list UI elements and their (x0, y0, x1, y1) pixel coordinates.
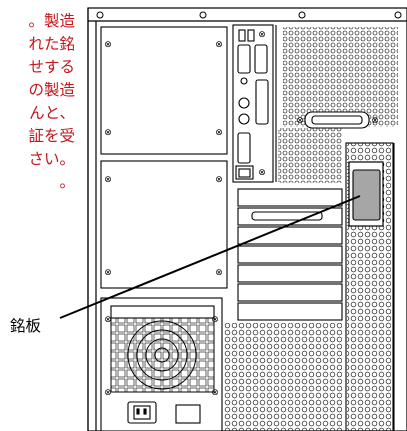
screw-icon (394, 11, 402, 19)
expansion-slot (237, 302, 343, 321)
screw-icon: ⊗ (296, 116, 304, 126)
screw-icon: ⊗ (215, 268, 223, 278)
screw-icon: ⊗ (104, 40, 112, 50)
expansion-slots (237, 188, 343, 321)
nameplate-leader-line (59, 195, 361, 319)
screw-icon (199, 11, 207, 19)
vent-holes-icon (224, 323, 342, 431)
audio-jack-icon (238, 113, 250, 125)
screw-icon: ⊗ (215, 128, 223, 138)
screw-icon: ⊗ (258, 168, 266, 178)
expansion-slot (237, 245, 343, 264)
screw-icon: ⊗ (371, 116, 379, 126)
screw-icon (298, 11, 306, 19)
screw-icon: ⊗ (211, 315, 219, 325)
nameplate (352, 169, 381, 221)
vent-holes-icon (283, 27, 398, 127)
screw-icon: ⊗ (104, 128, 112, 138)
nameplate-label: 銘板 (10, 317, 42, 335)
fan-grille-icon (110, 317, 215, 393)
screw-icon: ⊗ (104, 388, 112, 398)
screw-icon: ⊗ (104, 175, 112, 185)
japanese-note-text: 。製造 れた銘 せする の製造 んと、 証を受 さい。 。 (0, 10, 75, 194)
io-panel (232, 24, 277, 183)
upper-blank-panel (100, 26, 228, 155)
note-line: 証を受 (28, 127, 75, 145)
fan-grille-icon (127, 320, 197, 390)
screw-icon: ⊗ (215, 40, 223, 50)
lan-port-icon (235, 165, 254, 180)
vent-holes-icon (278, 128, 342, 183)
power-inlet-icon (127, 401, 201, 424)
serial-port-icon (254, 44, 268, 74)
usb-port-icon (238, 29, 246, 42)
note-line: せする (28, 58, 75, 76)
expansion-slot (237, 283, 343, 302)
screw-icon: ⊗ (104, 315, 112, 325)
parallel-port-icon (255, 79, 269, 125)
screw-icon (96, 11, 104, 19)
expansion-slot (237, 188, 343, 207)
expansion-slot (237, 226, 343, 245)
note-line: 。 (59, 173, 75, 191)
middle-blank-panel (100, 160, 228, 289)
usb-port-icon (247, 29, 255, 42)
screw-icon: ⊗ (215, 175, 223, 185)
serial-port-icon (237, 44, 251, 74)
expansion-slot (237, 264, 343, 283)
top-screws (96, 11, 402, 19)
serial-port-icon (237, 132, 251, 164)
audio-jack-icon (238, 97, 250, 109)
screw-icon: ⊗ (211, 388, 219, 398)
note-line: んと、 (29, 104, 75, 122)
screw-icon: ⊗ (104, 268, 112, 278)
note-line: れた銘 (28, 35, 75, 53)
note-line: の製造 (28, 81, 75, 99)
note-line: さい。 (28, 150, 75, 168)
note-line: 。製造 (28, 12, 75, 30)
screw-icon: ⊗ (258, 30, 266, 40)
